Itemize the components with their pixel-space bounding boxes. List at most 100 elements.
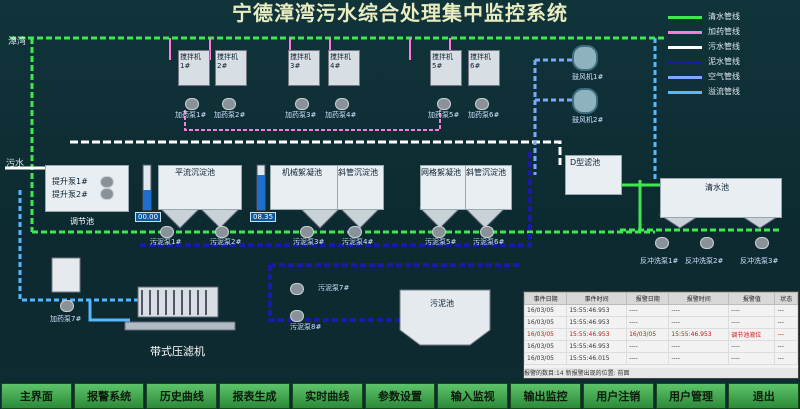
lift-pump-2[interactable] (100, 188, 114, 200)
inclined-settling-tank-1[interactable] (337, 165, 384, 210)
dosing-pump-4[interactable] (335, 98, 349, 110)
alarm-column-header[interactable]: 报警值 (728, 292, 776, 305)
table-cell: ---- (626, 316, 670, 329)
dosing-pump-6-label: 加药泵6# (468, 111, 500, 119)
legend-swatch (668, 16, 702, 19)
alarm-column-header[interactable]: 状态 (774, 292, 798, 305)
agitator-2[interactable]: 搅拌机2# (215, 50, 247, 86)
blower-2-icon[interactable] (572, 88, 598, 114)
table-cell: --- (774, 352, 798, 365)
dosing-pump-3[interactable] (295, 98, 309, 110)
legend-item: 溢流管线 (668, 87, 798, 97)
table-cell: 15:55:46.953 (566, 316, 628, 329)
table-cell: ---- (728, 304, 776, 317)
exit-button[interactable]: 退出 (728, 383, 800, 409)
advection-settling-tank[interactable] (158, 165, 242, 210)
dosing-pump-7[interactable] (60, 300, 74, 312)
inclined-settling-tank-2[interactable] (465, 165, 512, 210)
table-cell: --- (774, 328, 798, 341)
sludge-pump-8[interactable] (290, 310, 304, 322)
table-cell: 15:55:46.015 (566, 352, 628, 365)
backwash-pump-3-label: 反冲洗泵3# (740, 257, 779, 265)
table-cell: 16/03/05 (523, 304, 568, 317)
legend-item: 清水管线 (668, 12, 798, 22)
legend-label: 污水管线 (708, 42, 740, 51)
level-readout-2: 08.35 (250, 212, 277, 222)
alarm-system-button[interactable]: 报警系统 (73, 383, 145, 409)
agitator-3[interactable]: 搅拌机3# (288, 50, 320, 86)
sludge-pump-3[interactable] (300, 226, 314, 238)
backwash-pump-1[interactable] (655, 237, 669, 249)
agitator-1[interactable]: 搅拌机1# (178, 50, 210, 86)
agitator-4[interactable]: 搅拌机4# (328, 50, 360, 86)
table-cell: 16/03/05 (523, 352, 568, 365)
adjust-tank-label: 调节池 (70, 217, 94, 226)
filter-press-label: 带式压滤机 (150, 345, 205, 358)
sludge-pump-6[interactable] (480, 226, 494, 238)
alarm-column-header[interactable]: 报警日期 (626, 292, 670, 305)
user-manage-button[interactable]: 用户管理 (655, 383, 727, 409)
blower-1-icon[interactable] (572, 45, 598, 71)
legend-label: 泥水管线 (708, 57, 740, 66)
dosing-pump-6[interactable] (475, 98, 489, 110)
table-cell: ---- (728, 352, 776, 365)
alarm-column-header[interactable]: 事件时间 (566, 292, 628, 305)
table-cell: ---- (626, 352, 670, 365)
legend-label: 清水管线 (708, 12, 740, 21)
history-curve-button[interactable]: 历史曲线 (146, 383, 218, 409)
agitator-5[interactable]: 搅拌机5# (430, 50, 462, 86)
parameter-button[interactable]: 参数设置 (364, 383, 436, 409)
mech-floc-label: 机械絮凝池 (282, 168, 322, 177)
sludge-pump-5[interactable] (432, 226, 446, 238)
alarm-column-header[interactable]: 事件日期 (523, 292, 568, 305)
incl-settle-1-label: 斜管沉淀池 (338, 168, 378, 177)
table-cell: ---- (668, 304, 730, 317)
page-title: 宁德漳湾污水综合处理集中监控系统 (232, 1, 568, 25)
level-readout-1: 00.00 (135, 212, 162, 222)
report-button[interactable]: 报表生成 (219, 383, 290, 409)
dosing-pump-2[interactable] (222, 98, 236, 110)
legend-label: 溢流管线 (708, 87, 740, 96)
backwash-pump-3[interactable] (755, 237, 769, 249)
agitator-6[interactable]: 搅拌机6# (468, 50, 500, 86)
adjust-tank[interactable] (45, 165, 129, 212)
sludge-pump-1[interactable] (160, 226, 174, 238)
legend-item: 空气管线 (668, 72, 798, 82)
sludge-pump-4[interactable] (348, 226, 362, 238)
dosing-pump-3-label: 加药泵3# (285, 111, 317, 119)
lift-pump-1[interactable] (100, 176, 114, 188)
alarm-column-header[interactable]: 报警时间 (668, 292, 730, 305)
logout-button[interactable]: 用户注销 (582, 383, 654, 409)
clear-water-tank[interactable] (660, 178, 782, 218)
sludge-pump-3-label: 污泥泵3# (293, 238, 325, 246)
dosing-pump-1-label: 加药泵1# (175, 111, 207, 119)
main-screen-button[interactable]: 主界面 (1, 383, 72, 409)
clear-water-label: 清水池 (705, 183, 729, 192)
lift-pump-2-label: 提升泵2# (52, 190, 88, 199)
backwash-pump-1-label: 反冲洗泵1# (640, 257, 679, 265)
input-monitor-button[interactable]: 输入监视 (437, 383, 509, 409)
legend-swatch (668, 31, 702, 34)
backwash-pump-2[interactable] (700, 237, 714, 249)
sludge-pump-7[interactable] (290, 283, 304, 295)
dosing-pump-5[interactable] (437, 98, 451, 110)
d-filter-tank[interactable] (565, 155, 622, 195)
table-cell: 16/03/05 (523, 340, 568, 353)
sludge-pump-2[interactable] (215, 226, 229, 238)
dosing-pump-1[interactable] (185, 98, 199, 110)
table-cell: ---- (668, 340, 730, 353)
output-monitor-button[interactable]: 输出监控 (510, 383, 581, 409)
blower-2-label: 鼓风机2# (572, 116, 604, 124)
table-cell: ---- (626, 304, 670, 317)
realtime-curve-button[interactable]: 实时曲线 (291, 383, 363, 409)
corner-label: 漳湾 (8, 37, 27, 47)
table-cell: 调节池液位 (728, 328, 776, 341)
legend-swatch (668, 61, 702, 64)
